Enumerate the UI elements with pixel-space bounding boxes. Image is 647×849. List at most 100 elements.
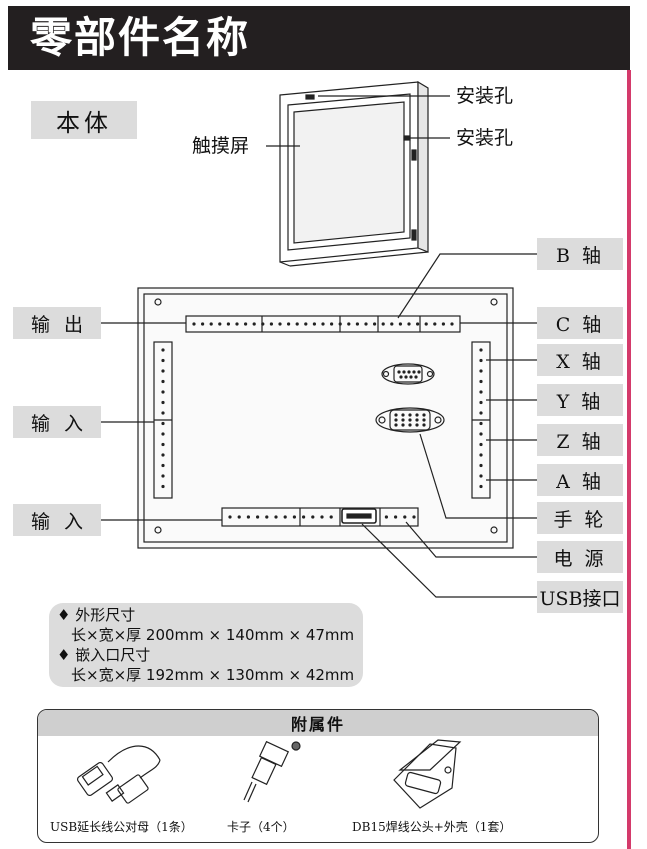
tag-b-axis: B 轴 [537, 238, 623, 270]
terminal-pin [161, 348, 165, 352]
terminal-pin [394, 423, 398, 427]
terminal-pin [408, 413, 412, 417]
terminal-pin [433, 322, 437, 326]
terminal-pin [403, 515, 407, 519]
terminal-pin [161, 379, 165, 384]
terminal-pin [416, 322, 420, 326]
terminal-pin [407, 370, 411, 374]
terminal-pin [394, 413, 398, 417]
terminal-pin [161, 421, 165, 426]
terminal-pin [479, 484, 483, 489]
terminal-pin [409, 375, 413, 379]
tag-y-axis: Y 轴 [537, 384, 623, 416]
outer-size-title: ♦ 外形尺寸 [57, 606, 136, 624]
terminal-pin [479, 390, 483, 394]
accessories-panel: 附属件 [37, 709, 599, 843]
terminal-pin [479, 463, 483, 468]
terminal-pin [287, 322, 291, 326]
terminal-pin [450, 322, 454, 326]
usb-cable-icon [76, 745, 161, 804]
terminal-pin [384, 515, 388, 519]
terminal-pin [338, 322, 342, 326]
terminal-pin [479, 348, 483, 352]
terminal-pin [398, 322, 402, 326]
terminal-pin [415, 423, 419, 427]
terminal-pin [412, 370, 416, 374]
terminal-pin [235, 322, 239, 326]
cutout-size-title: ♦ 嵌入口尺寸 [57, 646, 151, 664]
terminal-pin [329, 515, 333, 519]
terminal-pin [161, 484, 165, 489]
terminal-pin [246, 515, 250, 519]
terminal-pin [228, 515, 232, 519]
terminal-pin [402, 370, 406, 374]
terminal-pin [161, 369, 165, 373]
section-badge-body: 本体 [31, 101, 137, 139]
tag-z-axis: Z 轴 [537, 424, 623, 456]
terminal-pin [399, 375, 403, 379]
device-rear-panel [137, 287, 514, 549]
terminal-pin [397, 370, 401, 374]
terminal-pin [355, 322, 359, 326]
terminal-pin [401, 418, 405, 422]
terminal-pin [244, 322, 248, 326]
tag-x-axis: X 轴 [537, 344, 623, 376]
terminal-pin [161, 463, 165, 468]
terminal-pin [274, 515, 278, 519]
accessory-db15-caption: DB15焊线公头+外壳（1套） [352, 820, 512, 834]
terminal-pin [422, 423, 426, 427]
terminal-pin [479, 411, 483, 415]
front-leader-lines [266, 95, 450, 147]
dimension-specs: ♦ 外形尺寸 长×宽×厚 200mm × 140mm × 47mm ♦ 嵌入口尺… [49, 603, 363, 687]
terminal-pin [422, 413, 426, 417]
terminal-pin [364, 322, 368, 326]
terminal-pin [441, 322, 445, 326]
terminal-pin [479, 432, 483, 436]
title-bar: 零部件名称 [8, 6, 630, 70]
terminal-pin [161, 411, 165, 415]
terminal-pin [311, 515, 315, 519]
terminal-pin [408, 418, 412, 422]
cutout-size-values: 长×宽×厚 192mm × 130mm × 42mm [71, 666, 355, 684]
terminal-pin [479, 453, 483, 457]
label-mount-hole-top: 安装孔 [456, 85, 514, 107]
terminal-pin [479, 400, 483, 405]
terminal-pin [302, 515, 306, 519]
terminal-pin [381, 322, 385, 326]
terminal-pin [408, 423, 412, 427]
terminal-pin [209, 322, 213, 326]
tag-usb-port: USB接口 [537, 581, 623, 613]
terminal-pin [161, 453, 165, 457]
page-accent-rule [627, 70, 631, 849]
terminal-pin [390, 322, 394, 326]
terminal-pin [415, 418, 419, 422]
terminal-pin [320, 515, 324, 519]
terminal-pin [161, 442, 165, 447]
terminal-pin [304, 322, 308, 326]
rear-leader-lines [100, 253, 537, 598]
terminal-pin [394, 515, 398, 519]
terminal-pin [479, 421, 483, 426]
terminal-pin [283, 515, 287, 519]
tag-input-1: 输入 [13, 406, 101, 438]
terminal-pin [161, 432, 165, 436]
terminal-pin [269, 322, 273, 326]
accessory-clip-caption: 卡子（4个） [227, 820, 295, 834]
accessory-usb-cable-caption: USB延长线公对母（1条） [50, 820, 193, 834]
terminal-pin [261, 322, 265, 326]
terminal-pin [295, 322, 299, 326]
terminal-pin [312, 322, 316, 326]
terminal-pin [161, 390, 165, 394]
terminal-pin [417, 370, 421, 374]
terminal-pin [479, 369, 483, 373]
terminal-pin [278, 322, 282, 326]
terminal-pin [252, 322, 256, 326]
terminal-pin [161, 400, 165, 405]
terminal-pin [424, 322, 428, 326]
terminal-pin [161, 358, 165, 363]
db15-plug-icon [393, 739, 462, 809]
tag-input-2: 输入 [13, 504, 101, 536]
terminal-pin [256, 515, 260, 519]
terminal-pin [422, 418, 426, 422]
